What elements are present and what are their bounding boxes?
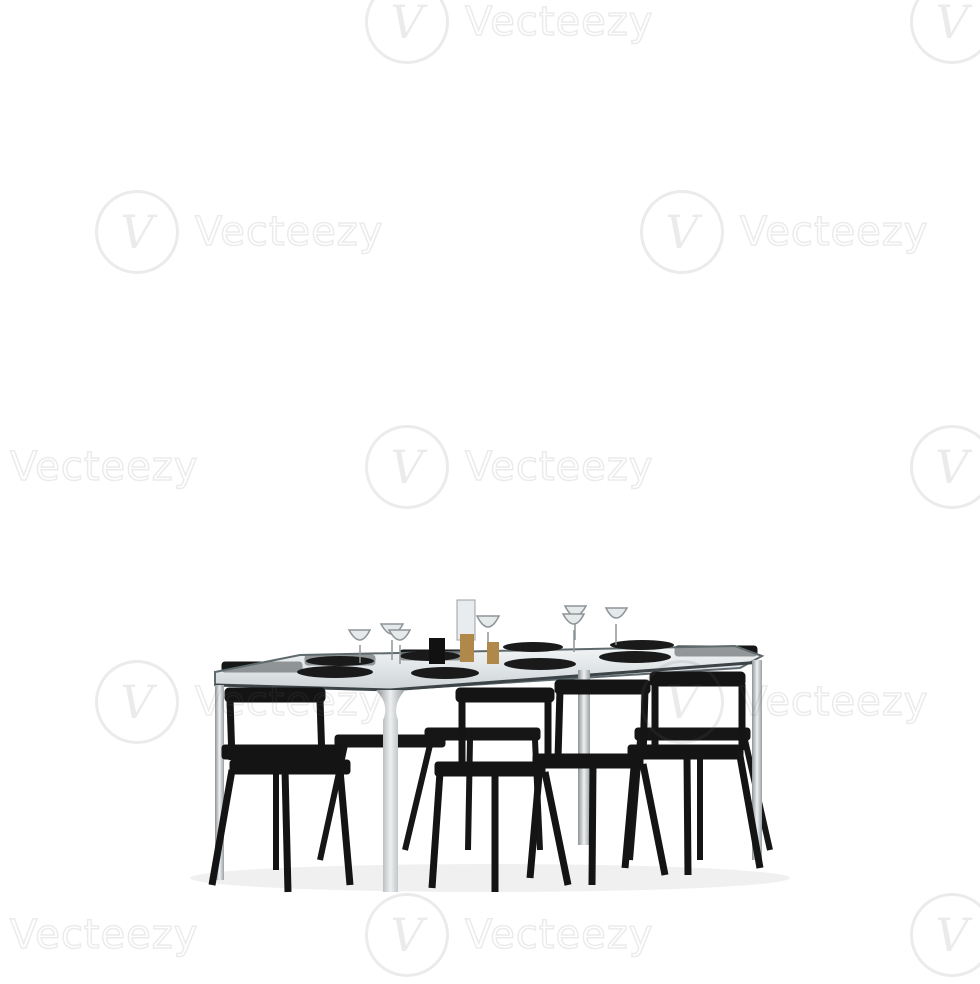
table-leg-right xyxy=(752,660,762,860)
floor-shadow xyxy=(190,864,790,892)
plate xyxy=(411,667,479,679)
wine-glass xyxy=(475,615,501,628)
front-chair-2 xyxy=(428,687,572,892)
plate xyxy=(297,666,373,678)
plate xyxy=(504,658,576,670)
wine-glass xyxy=(347,629,372,641)
plate xyxy=(306,656,374,666)
front-chair-4 xyxy=(621,671,764,876)
wine-glass xyxy=(604,607,629,619)
black-cup xyxy=(429,638,445,664)
table-leg-front-left xyxy=(376,690,405,892)
plate xyxy=(599,651,671,663)
candle-holder xyxy=(460,634,474,662)
front-chair-1 xyxy=(208,687,354,893)
candle-holder xyxy=(487,642,499,664)
back-chair-seat-3 xyxy=(634,727,751,741)
front-chairs xyxy=(208,671,764,893)
back-chair-seat-2 xyxy=(424,727,541,741)
wine-glass xyxy=(387,629,412,641)
plate xyxy=(610,640,674,650)
wine-glass xyxy=(561,613,586,625)
tableware xyxy=(297,599,674,679)
plate xyxy=(503,642,563,652)
